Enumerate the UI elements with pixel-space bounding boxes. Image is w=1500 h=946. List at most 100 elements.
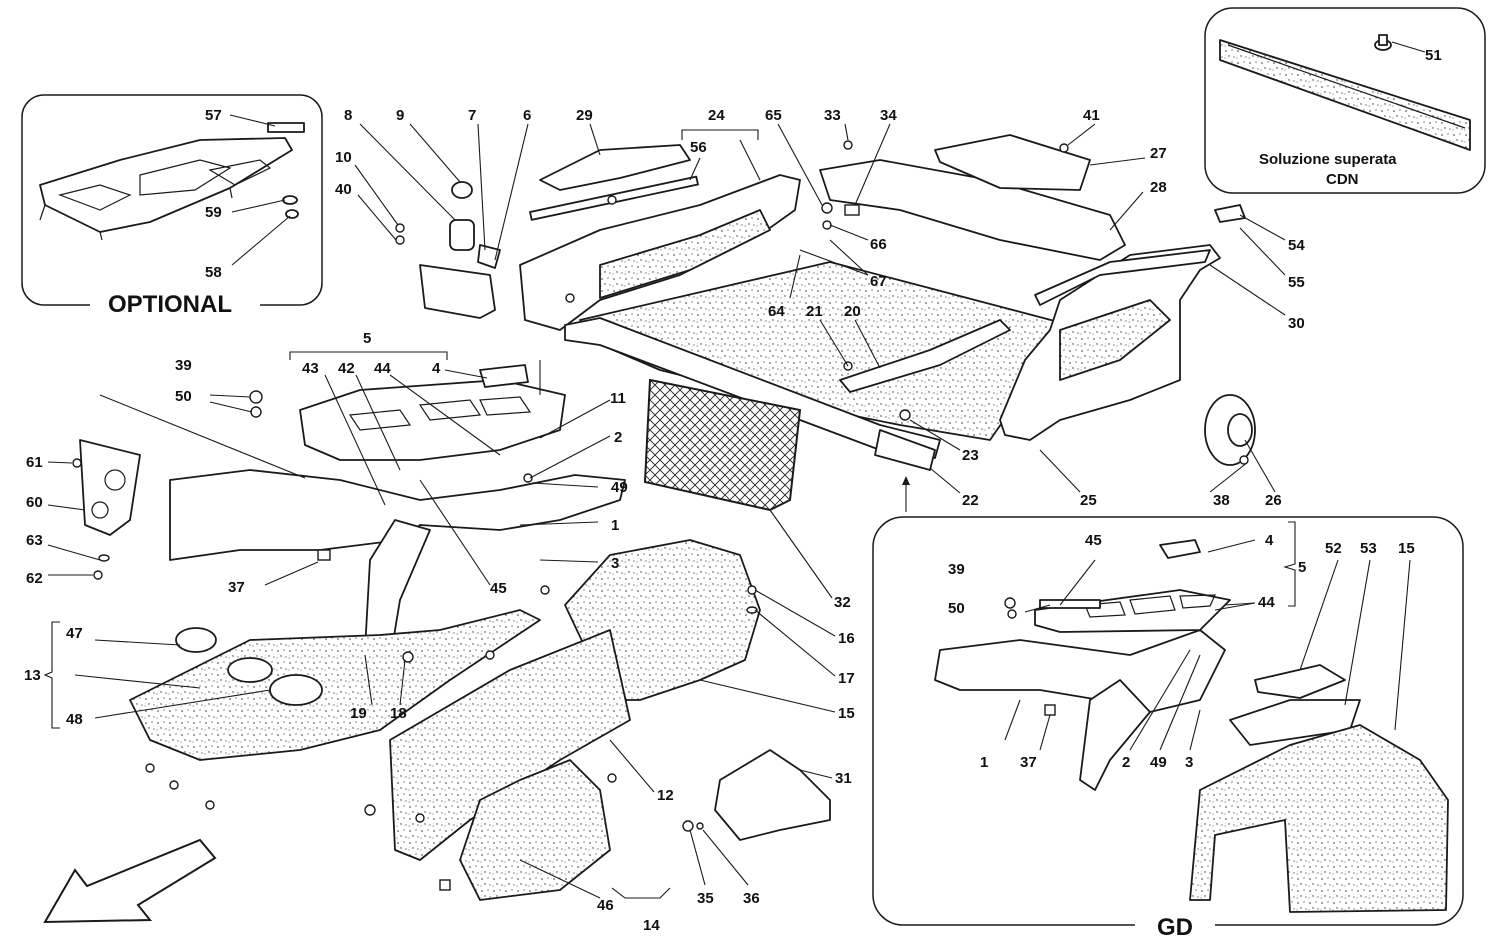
trim-panel-12 [389, 629, 631, 861]
callout-26: 26 [1265, 492, 1282, 509]
callout-4: 4 [432, 360, 441, 377]
side-trim-28 [819, 159, 1126, 261]
callout-11: 11 [610, 390, 626, 407]
callout-13: 13 [24, 667, 41, 684]
callout-superseded-51: 51 [1425, 47, 1442, 64]
gd-strip-45 [1039, 599, 1101, 609]
callout-61: 61 [26, 454, 43, 471]
gd-cover-52 [1254, 664, 1346, 699]
callout-gd-52: 52 [1325, 540, 1342, 557]
callout-41: 41 [1083, 107, 1100, 124]
callout-46: 46 [597, 897, 614, 914]
callout-24: 24 [708, 107, 725, 124]
callout-65: 65 [765, 107, 782, 124]
callout-optional-58: 58 [205, 264, 222, 281]
callout-9: 9 [396, 107, 404, 124]
callout-1: 1 [611, 517, 619, 534]
gd-cover-53 [1229, 699, 1361, 746]
callout-33: 33 [824, 107, 841, 124]
superseded-carpet-edge [1219, 39, 1471, 151]
callout-7: 7 [468, 107, 476, 124]
gd-inset: 45 4 5 44 39 50 52 53 15 1 37 2 49 3 GD [872, 516, 1464, 941]
callout-29: 29 [576, 107, 593, 124]
callout-62: 62 [26, 570, 43, 587]
luggage-net-32 [643, 378, 802, 512]
callout-gd-4: 4 [1265, 532, 1274, 549]
callout-5: 5 [363, 330, 371, 347]
main-callouts: 8 9 7 6 10 40 29 24 56 65 33 34 41 27 28… [24, 107, 1305, 934]
cover-30 [1034, 249, 1211, 306]
callout-64: 64 [768, 303, 785, 320]
callout-gd-53: 53 [1360, 540, 1377, 557]
callout-45: 45 [490, 580, 507, 597]
callout-27: 27 [1150, 145, 1167, 162]
bracket-60 [79, 439, 141, 536]
callout-63: 63 [26, 532, 43, 549]
callout-optional-57: 57 [205, 107, 222, 124]
callout-25: 25 [1080, 492, 1097, 509]
callout-gd-1: 1 [980, 754, 988, 771]
callout-48: 48 [66, 711, 83, 728]
main-exploded-view: 8 9 7 6 10 40 29 24 56 65 33 34 41 27 28… [24, 107, 1305, 934]
callout-gd-37: 37 [1020, 754, 1037, 771]
callout-23: 23 [962, 447, 979, 464]
callout-6: 6 [523, 107, 531, 124]
callout-17: 17 [838, 670, 855, 687]
main-leaders [43, 123, 1286, 899]
callout-19: 19 [350, 705, 367, 722]
callout-10: 10 [335, 149, 352, 166]
side-trim-13 [129, 609, 541, 761]
optional-title: OPTIONAL [108, 291, 232, 318]
grommet-48a [227, 657, 273, 683]
callout-31: 31 [835, 770, 852, 787]
superseded-inset: 51 Soluzione superata CDN [1204, 7, 1486, 194]
callout-60: 60 [26, 494, 43, 511]
direction-arrow-icon [43, 838, 217, 924]
carpet-front-roll [564, 317, 941, 459]
callout-32: 32 [834, 594, 851, 611]
callout-37: 37 [228, 579, 245, 596]
callout-38: 38 [1213, 492, 1230, 509]
callout-35: 35 [697, 890, 714, 907]
gd-frame-part-1 [934, 629, 1226, 713]
callout-40: 40 [335, 181, 352, 198]
callout-15: 15 [838, 705, 855, 722]
callout-8: 8 [344, 107, 352, 124]
callout-49: 49 [611, 479, 628, 496]
callout-16: 16 [838, 630, 855, 647]
callout-44: 44 [374, 360, 391, 377]
callout-18: 18 [390, 705, 407, 722]
strap-20 [839, 319, 1011, 393]
grommet-48b [269, 674, 323, 706]
bracket-22 [874, 429, 936, 471]
cover-27 [934, 134, 1091, 191]
callout-2: 2 [614, 429, 622, 446]
callout-gd-3: 3 [1185, 754, 1193, 771]
callout-66: 66 [870, 236, 887, 253]
optional-clip-57 [267, 122, 305, 133]
clip-54 [1214, 204, 1246, 223]
cover-29 [539, 144, 691, 191]
bracket-7 [477, 244, 501, 269]
callout-30: 30 [1288, 315, 1305, 332]
optional-inset: 57 59 58 OPTIONAL [21, 94, 323, 320]
panel-46 [459, 759, 611, 901]
callout-55: 55 [1288, 274, 1305, 291]
callout-gd-39: 39 [948, 561, 965, 578]
clip-4 [479, 364, 529, 388]
superseded-caption-line2: CDN [1326, 171, 1359, 188]
callout-optional-59: 59 [205, 204, 222, 221]
socket-housing-part [419, 264, 496, 319]
callout-42: 42 [338, 360, 355, 377]
callout-36: 36 [743, 890, 760, 907]
grommet-47 [175, 627, 217, 653]
callout-21: 21 [806, 303, 823, 320]
callout-gd-44: 44 [1258, 594, 1275, 611]
superseded-caption-line1: Soluzione superata [1259, 151, 1397, 168]
callout-gd-2: 2 [1122, 754, 1130, 771]
frame-1 [169, 469, 626, 561]
callout-67: 67 [870, 273, 887, 290]
bracket-31 [714, 749, 831, 841]
callout-47: 47 [66, 625, 83, 642]
callout-22: 22 [962, 492, 979, 509]
